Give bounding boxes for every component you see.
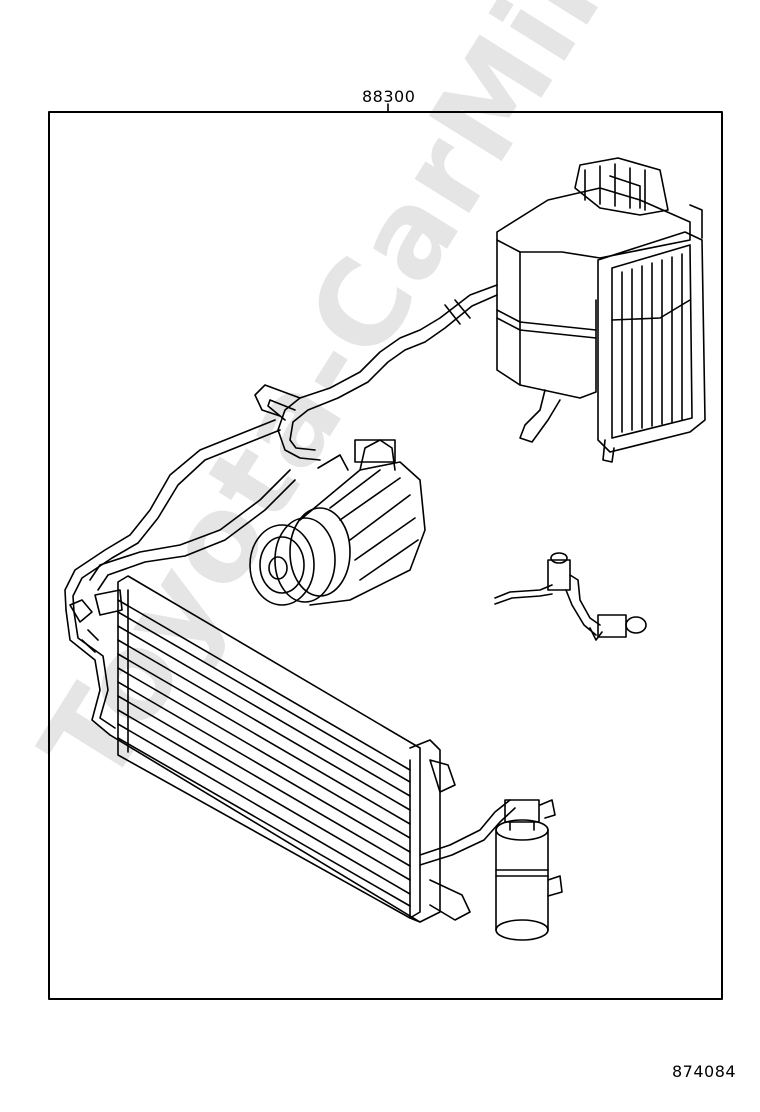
refrigerant-pipes <box>64 284 516 866</box>
compressor-icon <box>249 439 426 606</box>
figure-number: 874084 <box>672 1062 737 1081</box>
assembly-frame <box>48 111 723 1000</box>
receiver-dryer-icon <box>495 799 563 941</box>
evaporator-unit-icon <box>496 157 706 463</box>
solenoid-valve-icon <box>494 552 647 641</box>
condenser-icon <box>69 575 471 923</box>
part-number-label: 88300 <box>362 87 416 106</box>
